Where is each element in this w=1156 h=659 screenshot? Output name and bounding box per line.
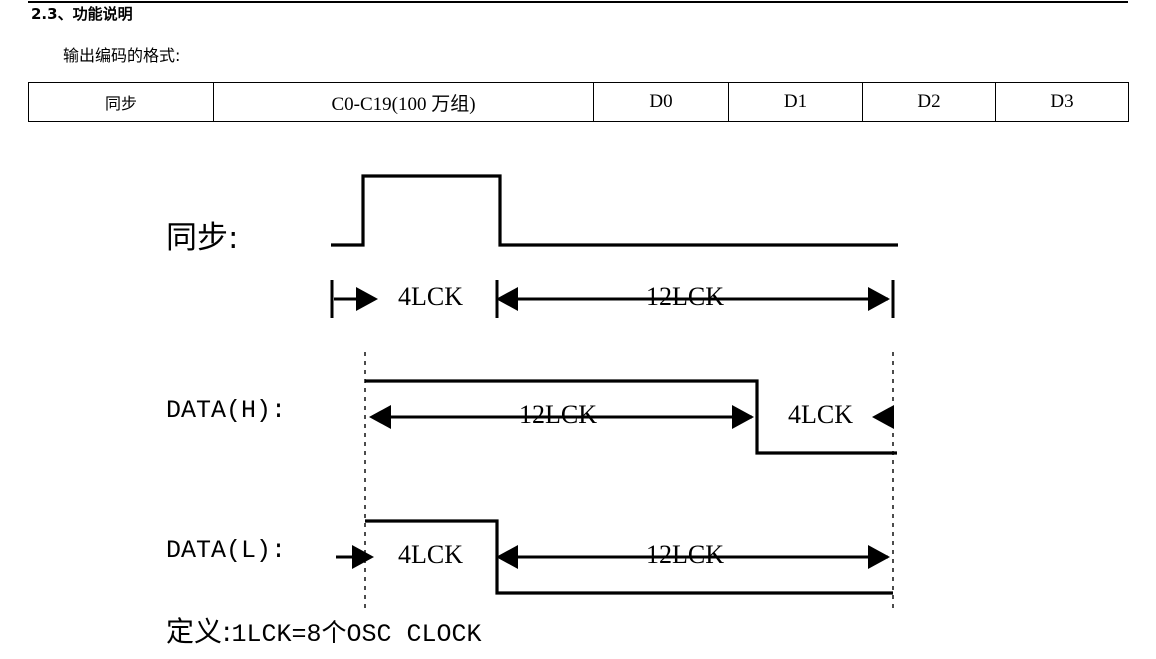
measure-sync-short-label: 4LCK <box>398 282 463 311</box>
arrow-right-icon <box>732 405 754 429</box>
measure-l-long-label: 12LCK <box>646 540 724 569</box>
table-cell-d0: D0 <box>593 82 729 122</box>
section-heading: 2.3、功能说明 <box>31 5 133 23</box>
arrow-left-icon <box>872 405 894 429</box>
definition-prefix: 定义: <box>166 615 232 648</box>
table-cell-sync: 同步 <box>28 82 214 122</box>
output-format-table: 同步 C0-C19(100 万组) D0 D1 D2 D3 <box>28 82 1129 122</box>
waveform-graphics <box>330 174 898 610</box>
arrow-right-icon <box>352 545 374 569</box>
data-h-waveform <box>365 379 897 455</box>
table-cell-d2: D2 <box>862 82 996 122</box>
table-cell-d3: D3 <box>995 82 1129 122</box>
sync-waveform <box>331 174 898 247</box>
definition-value: 1LCK=8个OSC CLOCK <box>231 620 482 649</box>
section-subtitle: 输出编码的格式: <box>63 46 181 65</box>
arrow-left-icon <box>369 405 391 429</box>
table-cell-d1: D1 <box>728 82 863 122</box>
arrow-right-icon <box>868 287 890 311</box>
data-l-row-label: DATA(L): <box>166 536 287 565</box>
header-rule <box>28 1 1128 3</box>
arrow-left-icon <box>496 545 518 569</box>
measure-h-long-label: 12LCK <box>519 400 597 429</box>
table-cell-codes: C0-C19(100 万组) <box>213 82 594 122</box>
data-h-row-label: DATA(H): <box>166 396 287 425</box>
measure-h-short-label: 4LCK <box>788 400 853 429</box>
arrow-left-icon <box>496 287 518 311</box>
measure-l-short-label: 4LCK <box>398 540 463 569</box>
timing-diagram: 同步: DATA(H): DATA(L): 定义:1LCK=8个OSC CLOC… <box>0 140 1156 659</box>
sync-row-label: 同步: <box>166 220 239 256</box>
table-row: 同步 C0-C19(100 万组) D0 D1 D2 D3 <box>28 82 1129 122</box>
arrow-right-icon <box>356 287 378 311</box>
definition-line: 定义:1LCK=8个OSC CLOCK <box>166 610 481 650</box>
measure-sync-long-label: 12LCK <box>646 282 724 311</box>
arrow-right-icon <box>868 545 890 569</box>
